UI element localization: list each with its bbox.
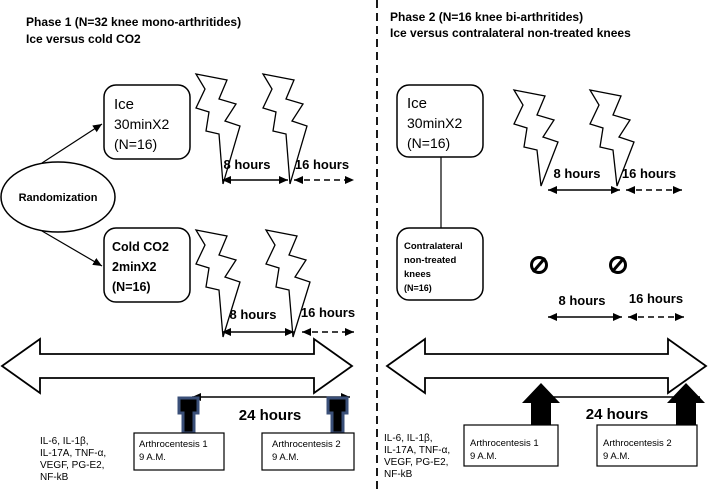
arrow-to-co2	[41, 230, 103, 267]
randomization-ellipse	[0, 161, 116, 233]
phase2-title: Phase 2 (N=16 knee bi-arthritides)	[390, 10, 583, 24]
phase2-timeline-arrow	[385, 337, 708, 395]
phase1-title: Phase 1 (N=32 knee mono-arthritides)	[26, 15, 241, 29]
phase2-arthro2-line1: Arthrocentesis 2	[603, 438, 672, 449]
phase1-lower-16h: 16 hours	[301, 305, 355, 320]
phase2-arthro1-line2: 9 A.M.	[470, 451, 497, 462]
phase2-arthro2-box	[596, 424, 698, 467]
lightning-bolt-icon	[261, 73, 308, 185]
phase1-timeline-arrow	[0, 337, 354, 395]
phase1-subtitle: Ice versus cold CO2	[26, 32, 141, 46]
prohibited-sign-icon	[609, 256, 627, 274]
prohibited-sign-icon	[530, 256, 548, 274]
phase1-upper-8h: 8 hours	[224, 157, 271, 172]
arrow-to-ice	[41, 123, 103, 164]
randomization-label: Randomization	[19, 192, 98, 204]
phase1-cytokines-3: VEGF, PG-E2,	[40, 460, 104, 471]
phase1-cytokines-2: IL-17A, TNF-α,	[40, 448, 106, 459]
phase2-arthro2-line2: 9 A.M.	[603, 451, 630, 462]
phase1-cytokines-1: IL-6, IL-1β,	[40, 436, 89, 447]
phase2-lower-16h: 16 hours	[629, 291, 683, 306]
phase1-co2-box	[103, 227, 191, 303]
phase1-ice-box	[103, 84, 191, 160]
phase1-co2-line1: Cold CO2	[112, 240, 169, 254]
lightning-bolt-icon	[194, 73, 241, 185]
phase2-ice-line1: Ice	[407, 95, 427, 112]
phase2-cytokines-4: NF-kB	[384, 469, 413, 480]
lightning-bolt-icon	[194, 229, 241, 338]
lightning-bolt-icon	[512, 89, 559, 187]
phase2-arthro1-line1: Arthrocentesis 1	[470, 438, 539, 449]
phase2-control-line3: knees	[404, 269, 431, 280]
phase2-control-line2: non-treated	[404, 255, 456, 266]
phase2-cytokines-2: IL-17A, TNF-α,	[384, 445, 450, 456]
phase2-upper-8h: 8 hours	[554, 166, 601, 181]
phase2-lower-8h: 8 hours	[559, 293, 606, 308]
phase2-control-line1: Contralateral	[404, 241, 463, 252]
phase2-ice-box	[396, 84, 484, 158]
phase1-arthro2-line1: Arthrocentesis 2	[272, 439, 341, 450]
phase2-24h-label: 24 hours	[586, 406, 649, 423]
phase1-co2-line2: 2minX2	[112, 260, 157, 274]
phase1-lower-8h: 8 hours	[230, 307, 277, 322]
phase2-ice-line2: 30minX2	[407, 115, 462, 131]
phase1-arthro2-up-arrow	[326, 396, 349, 435]
phase2-arthro2-up-arrow	[667, 383, 705, 425]
phase2-cytokines-1: IL-6, IL-1β,	[384, 433, 433, 444]
phase1-arthro1-up-arrow	[177, 396, 200, 435]
phase1-upper-16h: 16 hours	[295, 157, 349, 172]
phase1-arthro1-line1: Arthrocentesis 1	[139, 439, 208, 450]
phase2-control-box	[396, 227, 484, 301]
lightning-bolt-icon	[264, 229, 311, 338]
phase1-ice-line3: (N=16)	[114, 136, 157, 152]
phase2-arthro1-box	[463, 424, 559, 467]
phase2-arthro1-up-arrow	[522, 383, 560, 425]
phase2-cytokines-3: VEGF, PG-E2,	[384, 457, 448, 468]
phase2-control-line4: (N=16)	[404, 283, 432, 293]
phase1-arthro1-box	[133, 432, 225, 471]
phase1-arthro1-line2: 9 A.M.	[139, 452, 166, 463]
phase1-ice-line2: 30minX2	[114, 116, 169, 132]
phase1-24h-label: 24 hours	[239, 407, 302, 424]
phase1-cytokines-4: NF-kB	[40, 472, 69, 483]
phase1-arthro2-box	[261, 432, 355, 471]
phase2-ice-line3: (N=16)	[407, 135, 450, 151]
phase1-arthro2-line2: 9 A.M.	[272, 452, 299, 463]
phase2-subtitle: Ice versus contralateral non-treated kne…	[390, 26, 631, 40]
phase1-ice-line1: Ice	[114, 96, 134, 113]
phase1-co2-line3: (N=16)	[112, 280, 151, 294]
phase2-upper-16h: 16 hours	[622, 166, 676, 181]
